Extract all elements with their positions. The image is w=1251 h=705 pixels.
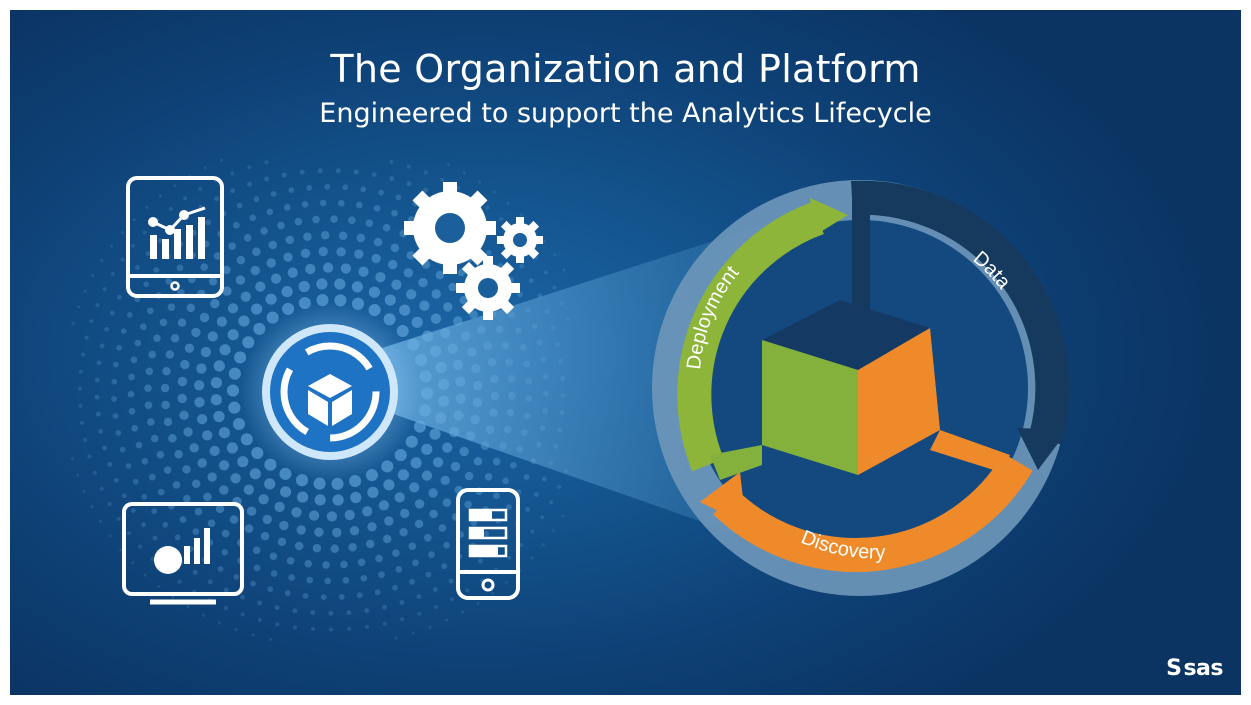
analytics-cube xyxy=(710,300,1010,480)
data-arrow xyxy=(851,180,1070,445)
sas-logo-text: sas xyxy=(1183,656,1223,681)
monitor-chart-icon xyxy=(122,502,244,605)
page-title: The Organization and Platform xyxy=(330,47,921,91)
page-subtitle: Engineered to support the Analytics Life… xyxy=(319,98,932,129)
sas-logo-mark: S xyxy=(1166,656,1182,681)
sas-logo: Ssas xyxy=(1166,656,1223,681)
discovery-arrow-head xyxy=(700,472,746,525)
diagram-art: Deployment Data Discovery xyxy=(70,158,1070,641)
deployment-arrow-head xyxy=(810,198,848,236)
analytics-lifecycle-icon xyxy=(240,302,420,482)
data-arrow-head xyxy=(1017,428,1068,470)
title-block: The Organization and Platform Engineered… xyxy=(10,46,1241,132)
data-arrow-stem xyxy=(852,198,870,310)
deployment-arrow xyxy=(677,202,825,472)
tablet-chart-icon xyxy=(126,176,224,298)
discovery-arrow xyxy=(713,453,1033,572)
phone-bars-icon xyxy=(456,488,520,600)
slide: Deployment Data Discovery The Organizati… xyxy=(10,10,1241,695)
gears-icon xyxy=(404,182,543,320)
